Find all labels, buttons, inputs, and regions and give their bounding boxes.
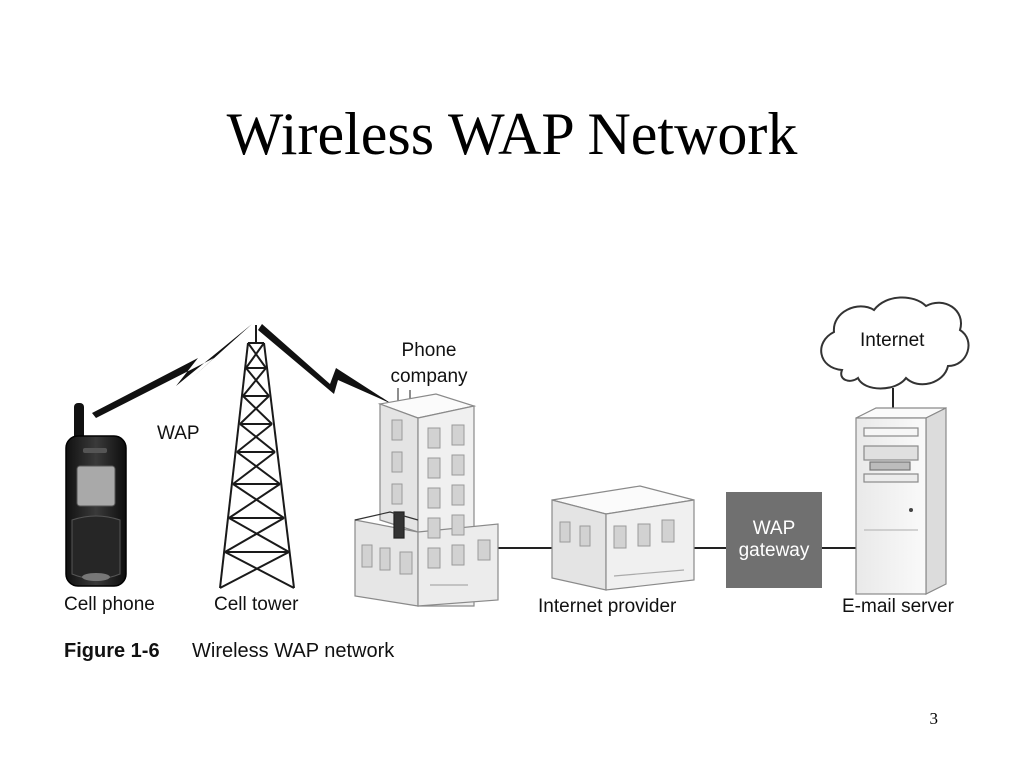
cell-phone-icon <box>65 403 127 587</box>
lightning-left <box>92 324 252 418</box>
network-links <box>498 388 894 549</box>
lightning-right <box>258 324 392 404</box>
cell-tower-label: Cell tower <box>214 594 299 615</box>
wap-gateway-label-line1: WAP <box>752 518 796 539</box>
phone-company-label-line1: Phone <box>401 340 457 361</box>
internet-provider-building-icon <box>551 485 695 591</box>
wap-gateway-label-line2: gateway <box>738 540 810 561</box>
phone-company-label: Phone company <box>384 340 474 388</box>
cell-tower-icon <box>219 325 295 589</box>
figure-number: Figure 1-6 <box>64 640 160 662</box>
slide-title: Wireless WAP Network <box>226 101 798 167</box>
cell-phone-label: Cell phone <box>64 594 155 615</box>
phone-company-building-icon <box>354 388 499 607</box>
wap-gateway-label: WAP gateway <box>726 518 822 562</box>
internet-cloud-icon <box>820 296 970 390</box>
wap-gateway-box <box>726 492 822 588</box>
phone-company-label-line2: company <box>390 366 468 387</box>
figure-caption: Wireless WAP network <box>192 640 395 662</box>
page-number: 3 <box>929 709 939 728</box>
wireless-signal-lightning <box>92 324 392 418</box>
internet-label: Internet <box>860 330 925 351</box>
email-server-icon <box>855 407 947 595</box>
internet-provider-label: Internet provider <box>538 596 677 617</box>
email-server-label: E-mail server <box>842 596 954 617</box>
wap-label: WAP <box>157 423 200 444</box>
